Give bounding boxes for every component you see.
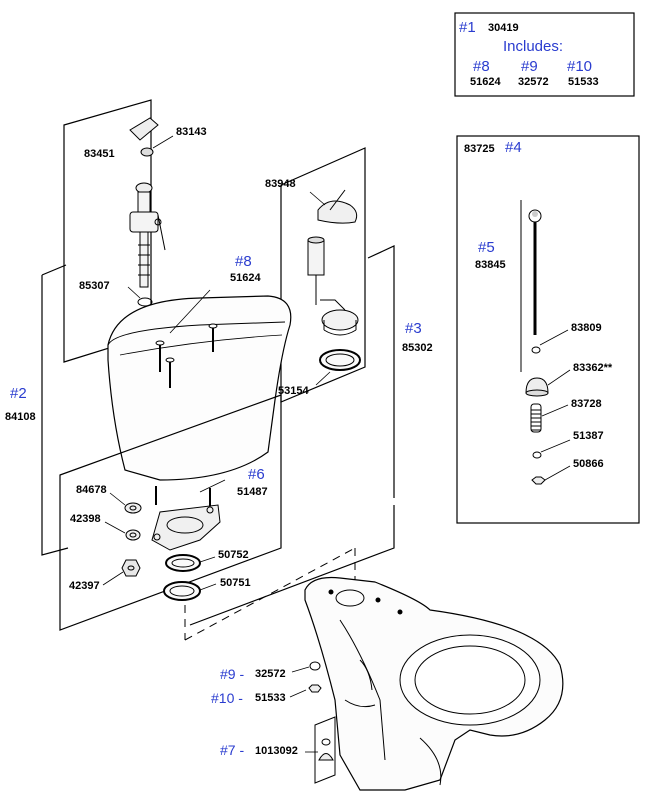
flush-valve-outer-bracket (367, 245, 395, 498)
tank-gasket-panel-outline (59, 394, 282, 631)
washer-32572-icon (309, 661, 321, 671)
gasket-50752-icon (165, 554, 201, 572)
part-85307: 85307 (79, 280, 110, 292)
kit-ref-8: #8 (473, 58, 490, 75)
part-42397: 42397 (69, 580, 100, 592)
flush-plate-51487-icon (151, 504, 221, 551)
part-84108: 84108 (5, 411, 36, 423)
flapper-panel-frame (456, 135, 640, 524)
part-1013092: 1013092 (255, 745, 298, 757)
washer-83809-icon (531, 346, 541, 354)
kit-part-51533: 51533 (568, 76, 599, 88)
alignment-dashed-line (184, 547, 356, 641)
spring-83728-icon (530, 403, 542, 433)
nut-51533-icon (308, 684, 322, 693)
ref-6: #6 (248, 466, 265, 483)
part-51387: 51387 (573, 430, 604, 442)
part-53154: 53154 (278, 385, 309, 397)
ref-2: #2 (10, 385, 27, 402)
part-83809: 83809 (571, 322, 602, 334)
kit-ref-9: #9 (521, 58, 538, 75)
ref-9-dash: #9 - (220, 666, 245, 682)
part-83451: 83451 (84, 148, 115, 160)
part-83143: 83143 (176, 126, 207, 138)
washer-42398-icon (125, 529, 141, 541)
part-51624: 51624 (230, 272, 261, 284)
fill-valve-icon (129, 182, 166, 288)
cap-panel-outline (314, 716, 336, 784)
tank-gasket-lower-bracket (189, 505, 395, 626)
washer-85307-icon (137, 297, 153, 307)
part-30419: 30419 (488, 22, 519, 34)
part-85302: 85302 (402, 342, 433, 354)
trip-lever-icon (129, 117, 159, 157)
part-83725: 83725 (464, 143, 495, 155)
part-42398: 42398 (70, 513, 101, 525)
ref-3: #3 (405, 320, 422, 337)
part-84678: 84678 (76, 484, 107, 496)
flapper-83948-icon (317, 189, 358, 224)
washer-51387-icon (532, 451, 542, 459)
ref-7-dash: #7 - (220, 742, 245, 758)
kit-part-51624: 51624 (470, 76, 501, 88)
overflow-tube-icon (307, 236, 359, 336)
part-51533: 51533 (255, 692, 286, 704)
kit-part-32572: 32572 (518, 76, 549, 88)
toilet-bowl-icon (304, 576, 564, 791)
tank-body-icon (107, 295, 292, 481)
ref-4: #4 (505, 139, 522, 156)
ref-5: #5 (478, 239, 495, 256)
tank-bolts-icon (155, 323, 218, 388)
includes-label: Includes: (503, 38, 564, 55)
part-83948: 83948 (265, 178, 296, 190)
gasket-50751-icon (163, 581, 201, 601)
kit-ref-10: #10 (567, 58, 593, 75)
ref-10-dash: #10 - (211, 690, 243, 706)
ref-1: #1 (459, 19, 476, 36)
kit-box-frame (454, 12, 635, 97)
chain-rod-icon (528, 209, 542, 335)
part-83845: 83845 (475, 259, 506, 271)
part-50751: 50751 (220, 577, 251, 589)
bolt-cap-1013092-icon (318, 738, 334, 761)
part-51487: 51487 (237, 486, 268, 498)
part-32572: 32572 (255, 668, 286, 680)
nut-50866-icon (531, 476, 546, 485)
part-83728: 83728 (571, 398, 602, 410)
part-83362: 83362** (573, 362, 613, 374)
part-50866: 50866 (573, 458, 604, 470)
nut-42397-icon (121, 559, 141, 577)
knob-83362-icon (525, 377, 549, 397)
part-50752: 50752 (218, 549, 249, 561)
ref-8: #8 (235, 253, 252, 270)
tank-bracket (41, 275, 69, 556)
gasket-53154-icon (319, 349, 361, 371)
washer-84678-icon (124, 502, 142, 514)
